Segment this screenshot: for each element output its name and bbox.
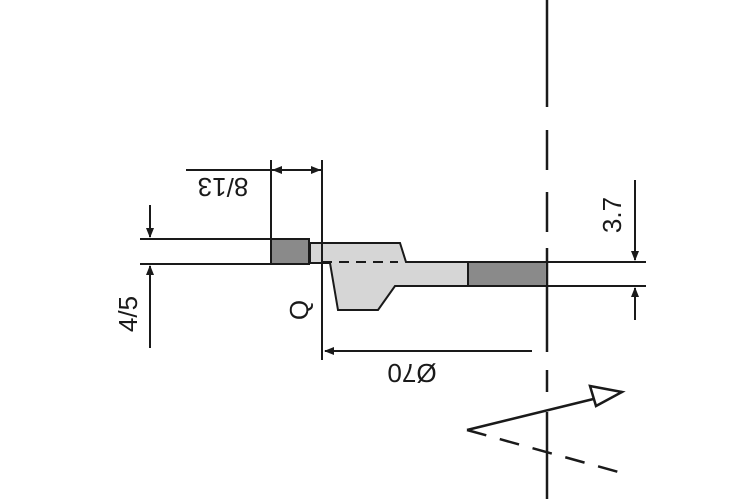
right-dimension-label: 3.7 [597,197,627,233]
right-extension-lines [547,180,646,320]
top-dimension-label: 8/13 [198,172,249,202]
direction-arrow-symbol [466,384,626,475]
diameter-label: Ø70 [387,358,436,388]
left-pad [270,238,310,265]
left-dimension-label: 4/5 [113,296,143,332]
datum-label: Q [284,300,314,320]
right-insert [467,261,548,287]
part-profile [270,238,548,311]
left-extension-lines [140,160,323,360]
